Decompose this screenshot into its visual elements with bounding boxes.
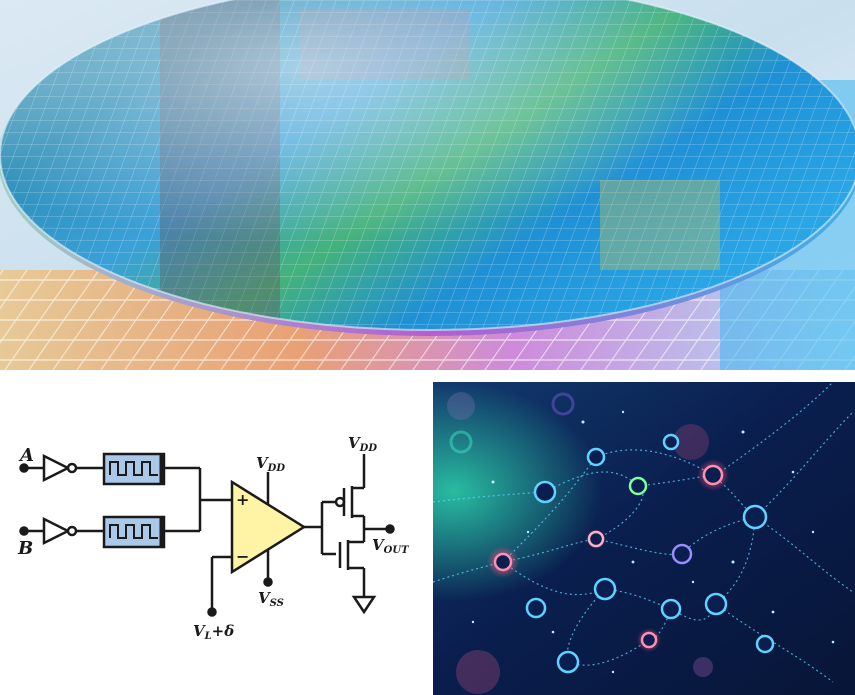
circuit-schematic: A B VDD VSS VL+δ VDD VOUT + − (17, 434, 410, 642)
terminal-vss (263, 577, 273, 587)
circuit-diagram: A B VDD VSS VL+δ VDD VOUT + − (0, 382, 418, 695)
node-hot-left (493, 552, 513, 572)
node (660, 598, 682, 620)
terminal-vout (385, 524, 395, 534)
inverter-bubble-a (66, 462, 78, 474)
wafer-illustration (0, 0, 855, 370)
terminal-a (19, 463, 29, 473)
label-vss: VSS (258, 589, 284, 609)
node (533, 480, 557, 504)
inverter-bubble-b (66, 525, 78, 537)
node-hot-right (702, 464, 724, 486)
node (671, 543, 693, 565)
node (662, 433, 680, 451)
terminal-vl (207, 607, 217, 617)
network-art (433, 382, 855, 695)
silicon-wafer-photo (0, 0, 855, 370)
node-hot-bottom (640, 631, 658, 649)
node (628, 476, 648, 496)
label-vl: VL+δ (193, 622, 234, 642)
neural-network-illustration (433, 382, 855, 695)
label-minus: − (236, 547, 249, 566)
node (704, 592, 728, 616)
label-a: A (18, 445, 34, 466)
node (593, 577, 617, 601)
buffer-a (42, 453, 71, 483)
op-amp (230, 479, 307, 575)
node-hot-center (587, 530, 605, 548)
node (755, 634, 775, 654)
label-vdd-amp: VDD (256, 454, 285, 474)
terminal-b (19, 526, 29, 536)
node (742, 504, 768, 530)
label-plus: + (236, 490, 249, 509)
label-vdd-out: VDD (348, 434, 377, 454)
label-b: B (17, 538, 33, 559)
node (556, 650, 580, 674)
buffer-b (42, 516, 71, 546)
label-vout: VOUT (372, 536, 410, 556)
network-nodes (487, 433, 775, 674)
node (586, 447, 606, 467)
ground-symbol (351, 595, 377, 615)
sparkle-dots (471, 410, 835, 674)
node (525, 597, 547, 619)
